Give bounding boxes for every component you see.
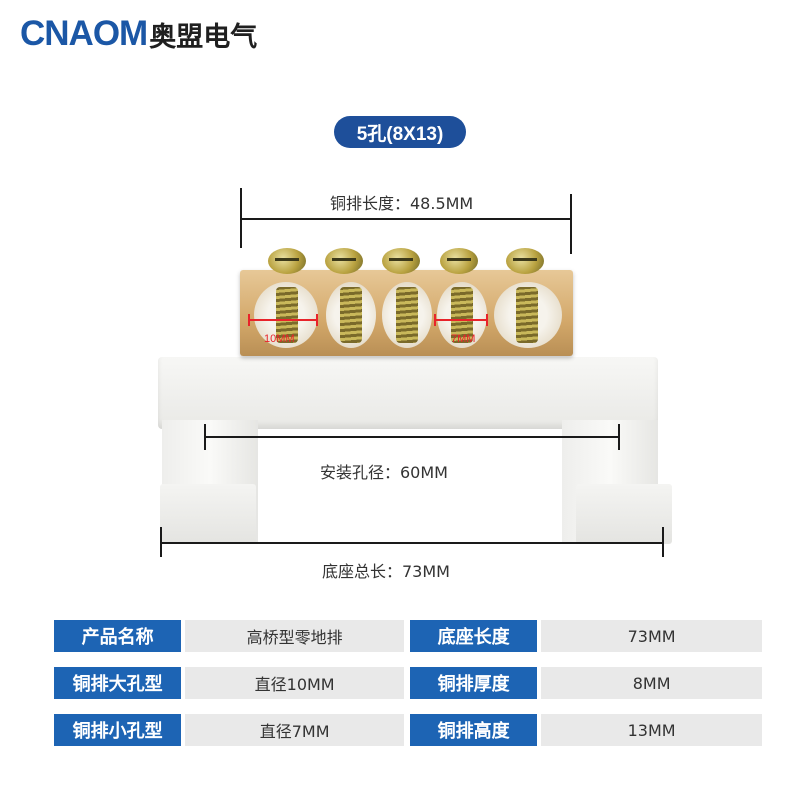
spec-value: 直径7MM <box>185 714 405 746</box>
spec-label: 铜排厚度 <box>409 667 538 699</box>
brand-latin: CNAOM <box>20 14 148 53</box>
large-hole-label: 10MM <box>264 333 295 345</box>
mount-line <box>204 436 620 438</box>
screw-shaft-4 <box>451 287 473 343</box>
screw-shaft-3 <box>396 287 418 343</box>
base-opening <box>258 429 558 544</box>
hole-count-badge: 5孔(8X13) <box>334 116 466 148</box>
insulator-base-top <box>158 357 658 429</box>
screw-slot-1 <box>275 258 299 261</box>
spec-label: 铜排小孔型 <box>54 714 182 746</box>
spec-value: 8MM <box>541 667 762 699</box>
screw-shaft-5 <box>516 287 538 343</box>
spec-row-2: 铜排大孔型 直径10MM 铜排厚度 8MM <box>54 667 762 699</box>
screw-head-5 <box>506 248 544 274</box>
base-line <box>160 542 664 544</box>
mount-hole-label: 安装孔径：60MM <box>320 463 448 482</box>
screw-slot-3 <box>389 258 413 261</box>
spec-row-1: 产品名称 高桥型零地排 底座长度 73MM <box>54 620 762 652</box>
spec-label: 底座长度 <box>409 620 538 652</box>
bar-length-line <box>240 218 572 220</box>
spec-label: 铜排高度 <box>409 714 538 746</box>
screw-slot-2 <box>332 258 356 261</box>
bar-length-label: 铜排长度：48.5MM <box>330 194 474 213</box>
spec-value: 73MM <box>541 620 762 652</box>
screw-slot-4 <box>447 258 471 261</box>
brand-chinese: 奥盟电气 <box>149 21 258 53</box>
spec-value: 13MM <box>541 714 762 746</box>
insulator-foot-right <box>576 484 672 544</box>
spec-row-3: 铜排小孔型 直径7MM 铜排高度 13MM <box>54 714 762 746</box>
screw-head-4 <box>440 248 478 274</box>
screw-slot-5 <box>513 258 537 261</box>
screw-shaft-2 <box>340 287 362 343</box>
small-hole-line <box>434 319 488 321</box>
small-hole-label: 7MM <box>451 333 476 345</box>
insulator-foot-left <box>160 484 256 544</box>
bar-length-tick-right <box>570 194 572 254</box>
spec-label: 铜排大孔型 <box>54 667 182 699</box>
large-hole-line <box>248 319 318 321</box>
spec-label: 产品名称 <box>54 620 182 652</box>
brand-logo: CNAOM 奥盟电气 <box>20 14 257 54</box>
spec-value: 高桥型零地排 <box>185 620 405 652</box>
screw-shaft-1 <box>276 287 298 343</box>
screw-head-1 <box>268 248 306 274</box>
screw-head-2 <box>325 248 363 274</box>
screw-head-3 <box>382 248 420 274</box>
base-length-label: 底座总长：73MM <box>322 562 450 581</box>
spec-value: 直径10MM <box>185 667 405 699</box>
